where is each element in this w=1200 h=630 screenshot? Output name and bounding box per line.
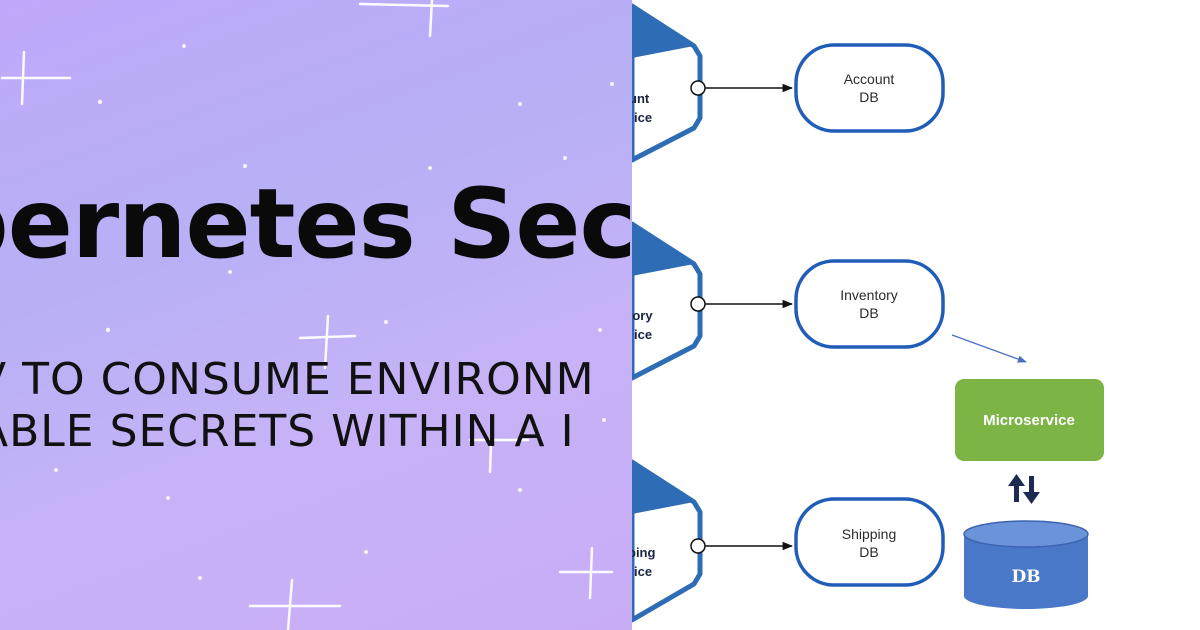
- account-service-label-line-2: ice: [634, 110, 652, 125]
- shipping-db-label-line-2: DB: [859, 544, 878, 560]
- banner-subtitle-line-1: V TO CONSUME ENVIRONM: [0, 354, 595, 405]
- inventory-db-node: Inventory DB: [794, 259, 945, 349]
- inventory-db-label-line-1: Inventory: [840, 287, 898, 303]
- shipping-service-label-line-2: ice: [634, 564, 652, 579]
- shipping-service-node: ping ice: [632, 459, 703, 623]
- shipping-service-label-line-1: ping: [632, 545, 655, 560]
- account-db-node: Account DB: [794, 43, 945, 133]
- inventory-service-label-line-1: tory: [632, 308, 653, 323]
- kubernetes-secrets-banner: bernetes Sec V TO CONSUME ENVIRONM IABLE…: [0, 0, 632, 630]
- microservice-label: Microservice: [983, 412, 1075, 429]
- microservice-box: Microservice: [955, 379, 1104, 461]
- inventory-connector-port: [690, 296, 706, 312]
- account-service-label-line-1: unt: [632, 91, 650, 106]
- banner-title: bernetes Sec: [0, 168, 632, 280]
- database-cylinder-icon: DB: [963, 520, 1089, 609]
- shipping-db-node: Shipping DB: [794, 497, 945, 587]
- bidirectional-arrows-icon: [1008, 474, 1040, 504]
- db-cylinder-label: DB: [1011, 567, 1040, 587]
- account-service-node: unt ice: [632, 3, 703, 163]
- shipping-connector-port: [690, 538, 706, 554]
- inventory-to-microservice-arrow: [951, 334, 1027, 363]
- shipping-db-label-line-1: Shipping: [842, 526, 897, 542]
- inventory-service-node: tory ice: [632, 221, 703, 381]
- account-db-label-line-1: Account: [844, 71, 895, 87]
- microservice-architecture-diagram: unt ice Account DB tory ice Inventory DB: [632, 0, 1200, 630]
- banner-subtitle-line-2: IABLE SECRETS WITHIN A I: [0, 406, 575, 457]
- sparkle-decoration: [0, 0, 632, 630]
- account-connector-port: [690, 80, 706, 96]
- inventory-service-label-line-2: ice: [634, 327, 652, 342]
- account-db-label-line-2: DB: [859, 89, 878, 105]
- inventory-db-label-line-2: DB: [859, 305, 878, 321]
